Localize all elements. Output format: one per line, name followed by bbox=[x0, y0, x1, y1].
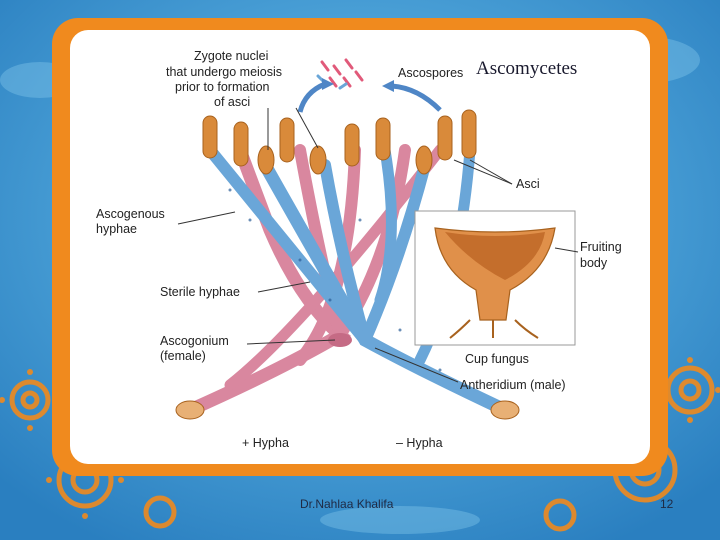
label-ascogenous-hyphae: Ascogenous hyphae bbox=[96, 207, 168, 236]
asci-row bbox=[202, 109, 477, 175]
release-arrow-left bbox=[297, 81, 327, 113]
label-sterile-hyphae: Sterile hyphae bbox=[160, 285, 240, 299]
label-cup-fungus: Cup fungus bbox=[465, 352, 529, 366]
slide-number: 12 bbox=[660, 497, 674, 511]
ascomycetes-life-cycle-diagram: Zygote nuclei that undergo meiosis prior… bbox=[96, 49, 625, 450]
ascogonium-cell bbox=[328, 333, 352, 347]
label-antheridium: Antheridium (male) bbox=[460, 378, 566, 392]
cup-fungus-inset bbox=[414, 210, 576, 346]
label-ascospores: Ascospores bbox=[398, 66, 463, 80]
content-panel: Zygote nuclei that undergo meiosis prior… bbox=[70, 30, 650, 464]
minus-hypha-tip bbox=[490, 400, 520, 420]
plus-hypha-tip bbox=[175, 400, 205, 420]
leader-lines bbox=[177, 107, 579, 383]
label-fruiting-body: Fruiting body bbox=[580, 240, 625, 270]
label-minus-hypha: – Hypha bbox=[396, 436, 443, 450]
slide-title: Ascomycetes bbox=[476, 58, 578, 79]
label-plus-hypha: + Hypha bbox=[242, 436, 289, 450]
release-arrow-right bbox=[391, 83, 442, 112]
label-ascogonium: Ascogonium (female) bbox=[160, 334, 232, 363]
ascospores-cluster bbox=[320, 58, 364, 88]
label-asci: Asci bbox=[516, 177, 540, 191]
footer-author: Dr.Nahlaa Khalifa bbox=[300, 497, 394, 511]
label-zygote-nuclei: Zygote nuclei that undergo meiosis prior… bbox=[166, 49, 286, 109]
